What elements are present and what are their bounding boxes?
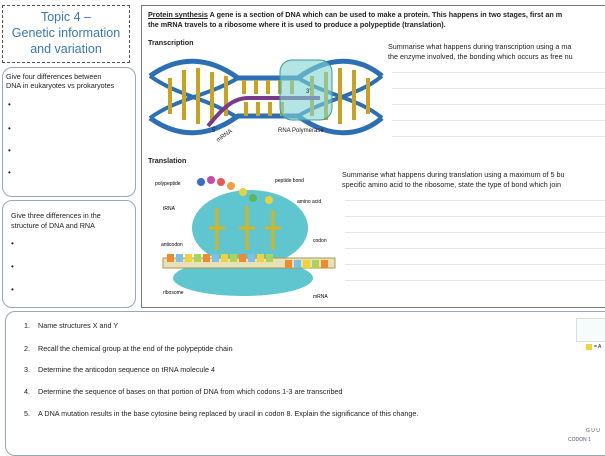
label-5prime: 5' [212, 128, 216, 134]
question-3: 3.Determine the anticodon sequence on tR… [24, 365, 215, 374]
transcription-heading: Transcription [148, 38, 194, 47]
label-trna: tRNA [163, 206, 176, 212]
transcription-summary-line2: the enzyme involved, the bonding which o… [388, 52, 573, 61]
intro-heading: Protein synthesis [148, 10, 208, 19]
translation-diagram: polypeptide peptide bond amino acid tRNA… [155, 176, 336, 300]
translation-summary-line1: Summarise what happens during translatio… [342, 170, 565, 179]
codon-label: CODON 1 [568, 437, 591, 443]
label-amino-acid: amino acid [297, 199, 321, 205]
translation-heading: Translation [148, 156, 187, 165]
dna-rna-bullet-1: • [11, 239, 14, 248]
question-4: 4.Determine the sequence of bases on tha… [24, 387, 343, 396]
label-3prime: 3' [306, 89, 310, 95]
dna-rna-bullet-3: • [11, 285, 14, 294]
question-1: 1.Name structures X and Y [24, 321, 119, 330]
eukaryote-bullet-1: • [8, 100, 11, 109]
transcription-diagram: 5' 3' mRNA RNA Polymerase [148, 58, 384, 144]
eukaryote-bullet-3: • [8, 146, 11, 155]
topic-title-line3: and variation [30, 42, 102, 56]
amino-acid-chain [197, 176, 273, 204]
mrna-bases [167, 254, 328, 268]
translation-summary-line2: specific amino acid to the ribosome, sta… [342, 180, 561, 189]
legend-swatch [586, 344, 592, 350]
intro-line1-text: A gene is a section of DNA which can be … [207, 10, 563, 19]
label-anticodon: anticodon [161, 242, 183, 248]
dna-rna-bullet-2: • [11, 262, 14, 271]
dna-rna-prompt-line1: Give three differences in the [11, 211, 101, 220]
codon-bases: G U U [586, 428, 600, 434]
questions-box [5, 311, 605, 456]
topic-title-line2: Genetic information [11, 26, 121, 40]
question-2: 2.Recall the chemical group at the end o… [24, 344, 233, 353]
label-codon: codon [313, 238, 327, 244]
topic-title-line1: Topic 4 – [40, 10, 92, 24]
transcription-summary-line1: Summarise what happens during transcript… [388, 42, 572, 51]
label-mrna-translation: mRNA [313, 294, 328, 300]
eukaryote-bullet-2: • [8, 124, 11, 133]
rna-polymerase-enzyme [279, 59, 333, 121]
trna-molecules [209, 206, 281, 250]
label-polypeptide: polypeptide [155, 181, 181, 187]
question-5: 5.A DNA mutation results in the base cyt… [24, 409, 419, 418]
eukaryote-prompt-line1: Give four differences between [6, 72, 102, 81]
protein-synthesis-panel [141, 5, 605, 308]
dna-rna-box: Give three differences in the structure … [2, 200, 136, 308]
side-mini-diagram [576, 318, 605, 342]
eukaryote-bullet-4: • [8, 168, 11, 177]
intro-line2: the mRNA travels to a ribosome where it … [148, 20, 446, 29]
label-rna-polymerase: RNA Polymerase [278, 128, 324, 134]
dna-rna-prompt-line2: structure of DNA and RNA [11, 221, 95, 230]
intro-line1: Protein synthesis A gene is a section of… [148, 10, 562, 19]
ribosome-small [173, 260, 313, 296]
label-mrna-transcription: mRNA [216, 129, 234, 144]
mrna-strand [206, 96, 320, 128]
label-ribosome: ribosome [163, 290, 184, 296]
legend-text: = A [594, 344, 602, 350]
eukaryote-prompt-line2: DNA in eukaryotes vs prokaryotes [6, 81, 115, 90]
topic-title-box: Topic 4 – Genetic information and variat… [2, 5, 130, 63]
label-peptide-bond: peptide bond [275, 178, 304, 184]
eukaryote-prokaryote-box: Give four differences between DNA in euk… [2, 67, 136, 197]
